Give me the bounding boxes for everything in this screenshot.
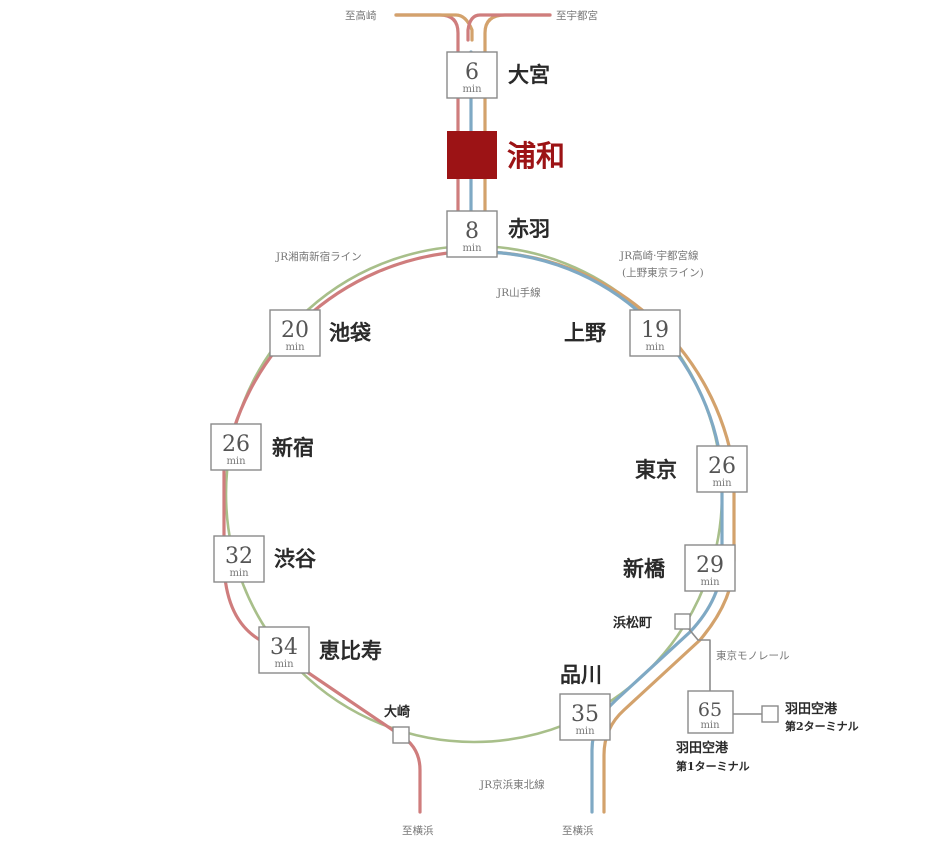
haneda2-name-line2: 第2ターミナル (785, 719, 859, 733)
main-station-urawa: 浦和 (447, 131, 565, 179)
utsunomiya-branch (466, 13, 552, 42)
station-haneda-terminal2: 羽田空港 第2ターミナル (761, 701, 859, 733)
direction-utsunomiya: 至宇都宮 (556, 9, 598, 22)
label-yamanote: JR山手線 (496, 286, 541, 299)
station-osaki: 大崎 (384, 704, 410, 744)
label-tokyo-monorail: 東京モノレール (716, 649, 790, 662)
haneda1-name-line1: 羽田空港 (676, 740, 729, 756)
shimbashi-unit: min (700, 577, 720, 588)
shibuya-unit: min (229, 568, 249, 579)
ikebukuro-name: 池袋 (329, 320, 372, 345)
tokyo-minutes: 26 (708, 454, 736, 479)
direction-takasaki: 至高崎 (345, 9, 377, 22)
shinagawa-minutes: 35 (571, 702, 599, 727)
line-labels: JR湘南新宿ライン JR高崎·宇都宮線 (上野東京ライン) JR山手線 JR京浜… (275, 249, 790, 791)
shinagawa-unit: min (575, 726, 595, 737)
station-ueno: 19 min 上野 (564, 309, 681, 357)
direction-yokohama-right: 至横浜 (562, 824, 594, 837)
urawa-name: 浦和 (507, 139, 565, 173)
direction-yokohama-left: 至横浜 (402, 824, 434, 837)
station-shibuya: 32 min 渋谷 (213, 535, 317, 583)
station-shinagawa: 35 min 品川 (559, 662, 611, 741)
shonan-shinjuku-line (222, 13, 460, 814)
takasaki-branch (394, 13, 474, 42)
osaki-name: 大崎 (384, 704, 410, 720)
station-hamamatsucho: 浜松町 (613, 613, 691, 631)
omiya-minutes: 6 (465, 60, 479, 85)
station-shinjuku: 26 min 新宿 (210, 423, 314, 471)
station-ikebukuro: 20 min 池袋 (269, 309, 372, 357)
akabane-name: 赤羽 (508, 216, 550, 241)
label-takasaki-utsunomiya: JR高崎·宇都宮線 (619, 249, 699, 262)
station-shimbashi: 29 min 新橋 (623, 544, 736, 592)
ebisu-unit: min (274, 659, 294, 670)
label-keihin-tohoku: JR京浜東北線 (479, 778, 545, 791)
tokyo-monorail-line (682, 621, 711, 693)
shinjuku-name: 新宿 (272, 435, 314, 460)
label-shonan-shinjuku: JR湘南新宿ライン (275, 250, 362, 263)
haneda1-name-line2: 第1ターミナル (676, 759, 750, 773)
ikebukuro-unit: min (285, 342, 305, 353)
hamamatsucho-name: 浜松町 (613, 615, 652, 631)
shibuya-name: 渋谷 (274, 546, 317, 571)
station-tokyo: 26 min 東京 (635, 445, 748, 493)
tokyo-unit: min (712, 478, 732, 489)
akabane-unit: min (462, 243, 482, 254)
omiya-unit: min (462, 84, 482, 95)
ikebukuro-minutes: 20 (281, 318, 309, 343)
ebisu-name: 恵比寿 (319, 638, 382, 663)
urawa-marker (447, 131, 497, 179)
shinagawa-name: 品川 (560, 662, 602, 687)
station-omiya: 6 min 大宮 (446, 51, 550, 99)
shimbashi-minutes: 29 (696, 553, 724, 578)
haneda2-name-line1: 羽田空港 (785, 701, 838, 717)
tokyo-name: 東京 (635, 457, 677, 482)
shinjuku-minutes: 26 (222, 432, 250, 457)
label-ueno-tokyo-line: (上野東京ライン) (622, 266, 704, 279)
haneda1-minutes: 65 (698, 699, 722, 721)
direction-labels: 至高崎 至宇都宮 至横浜 至横浜 (345, 9, 598, 837)
haneda1-unit: min (700, 720, 720, 731)
omiya-name: 大宮 (508, 62, 550, 87)
ueno-unit: min (645, 342, 665, 353)
ebisu-minutes: 34 (270, 635, 298, 660)
ueno-name: 上野 (564, 320, 606, 345)
keihin-tohoku-line (469, 50, 724, 814)
ueno-minutes: 19 (641, 318, 669, 343)
akabane-minutes: 8 (465, 219, 479, 244)
station-haneda-terminal1: 65 min 羽田空港 第1ターミナル (676, 690, 750, 773)
station-ebisu: 34 min 恵比寿 (258, 626, 382, 674)
shibuya-minutes: 32 (225, 544, 253, 569)
shinjuku-unit: min (226, 456, 246, 467)
shimbashi-name: 新橋 (623, 556, 666, 581)
station-akabane: 8 min 赤羽 (446, 210, 550, 258)
takasaki-utsunomiya-line (483, 13, 736, 814)
